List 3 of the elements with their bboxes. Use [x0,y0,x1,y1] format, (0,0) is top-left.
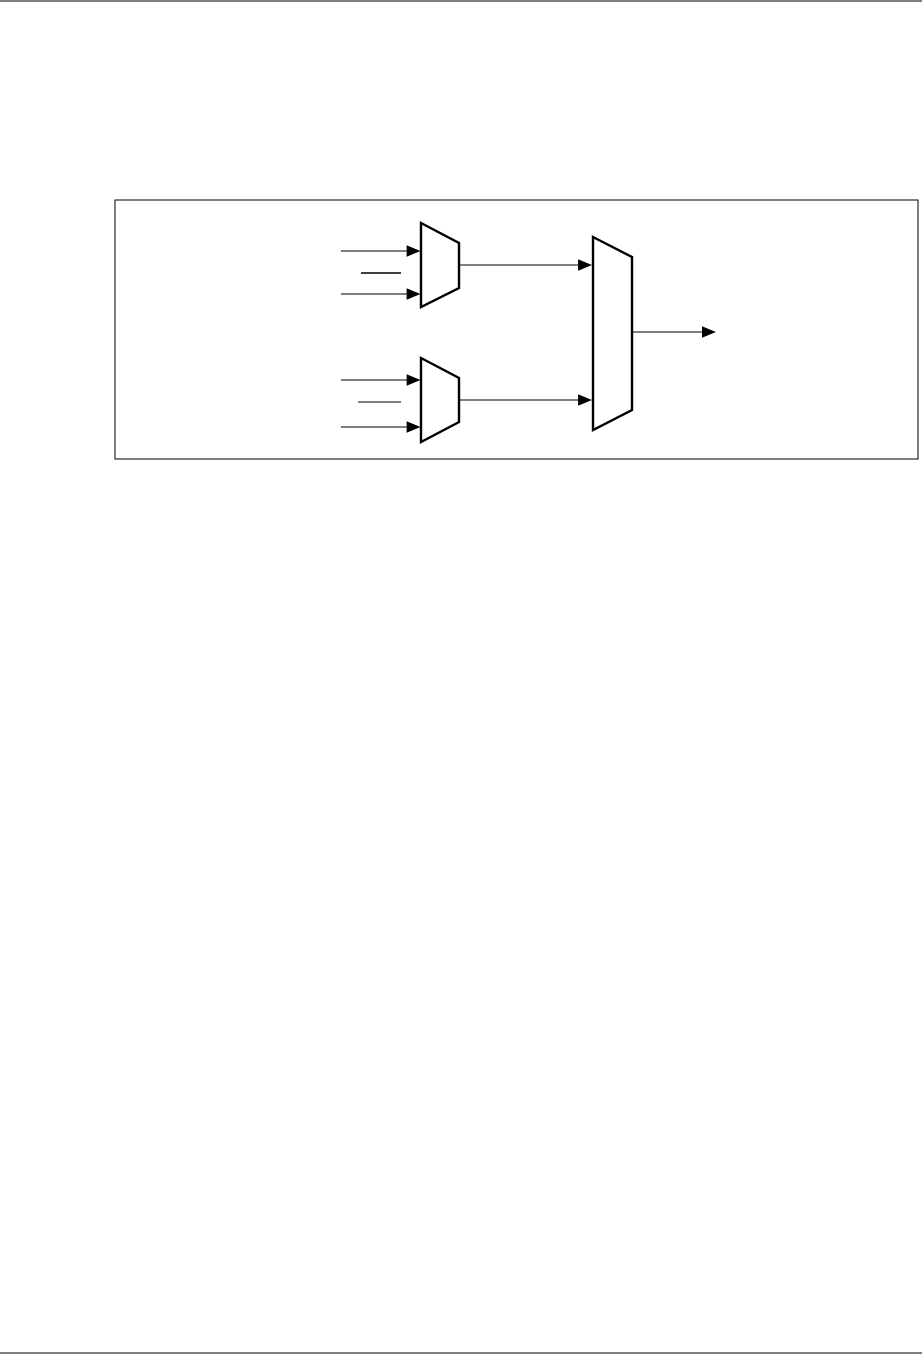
multiplexer-symbol [419,356,461,444]
multiplexer-symbol [591,235,634,432]
multiplexer-symbol [419,221,461,309]
